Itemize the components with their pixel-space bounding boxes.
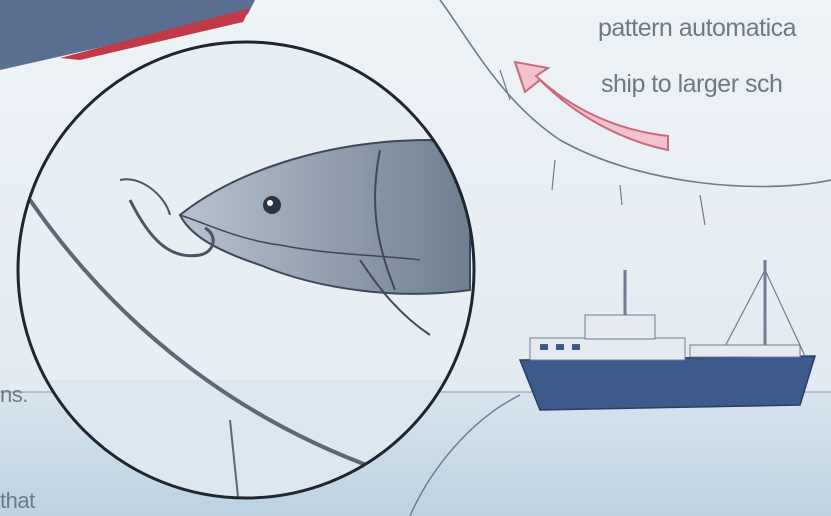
caption-fragment-left-2: that: [0, 488, 35, 514]
caption-line-1: pattern automatica: [598, 14, 796, 43]
caption-fragment-left-1: ns.: [0, 382, 28, 408]
caption-line-2: ship to larger sch: [601, 70, 782, 99]
